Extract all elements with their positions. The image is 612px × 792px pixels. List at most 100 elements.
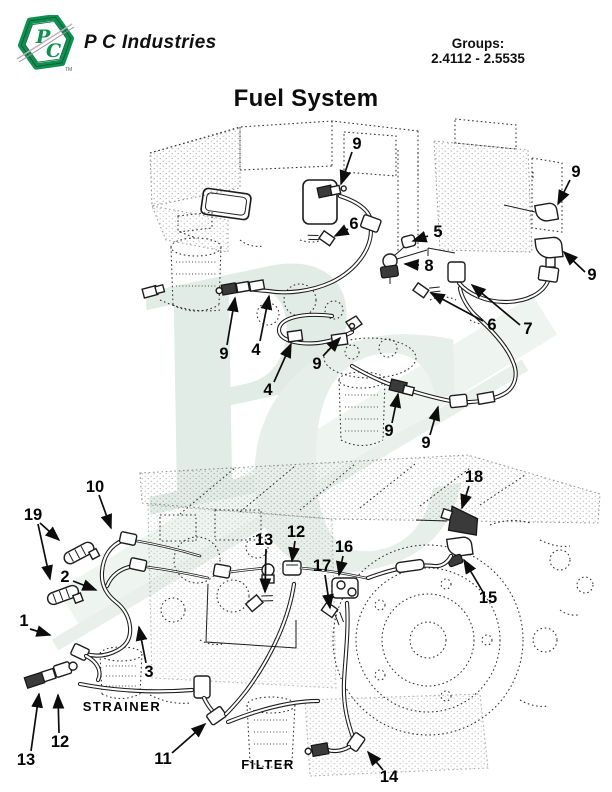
callout-8: 8 xyxy=(403,257,434,275)
callout-number: 18 xyxy=(465,468,483,486)
hose-nut xyxy=(537,265,560,283)
callout-number: 13 xyxy=(255,531,273,549)
callout-number: 17 xyxy=(313,557,331,575)
callout-9-c: 9 xyxy=(562,250,597,284)
hose-nut xyxy=(448,393,469,409)
pipe-nut xyxy=(128,557,148,572)
hose-fitting xyxy=(476,390,496,406)
callout-number: 8 xyxy=(424,257,433,275)
callout-9-g: 9 xyxy=(421,405,440,452)
callout-9-d: 9 xyxy=(219,296,239,363)
hose-bracket-plate xyxy=(302,179,338,225)
fitting-neck xyxy=(545,256,556,268)
pipe-nut xyxy=(212,563,232,579)
callout-1: 1 xyxy=(19,612,52,637)
callout-number: 15 xyxy=(479,589,497,607)
callout-12-a: 12 xyxy=(287,523,305,563)
callout-number: 4 xyxy=(263,381,273,399)
callout-15: 15 xyxy=(463,558,497,607)
callout-19: 19 xyxy=(24,506,61,581)
callout-17: 17 xyxy=(313,557,334,610)
hose-nut-11 xyxy=(206,706,227,726)
logo-graphic: P C TM xyxy=(16,14,75,73)
callout-number: 6 xyxy=(487,316,496,334)
hose-nut-14 xyxy=(346,732,366,752)
callout-number: 4 xyxy=(251,341,261,359)
page-title: Fuel System xyxy=(233,85,379,112)
callout-4-b: 4 xyxy=(263,342,292,399)
tee-fitting xyxy=(379,249,428,284)
groups-value: 2.4112 - 2.5535 xyxy=(431,51,525,66)
callout-6-a: 6 xyxy=(333,215,359,237)
banjo-fitting xyxy=(261,563,275,577)
strainer-label: STRAINER xyxy=(83,699,161,714)
callout-number: 11 xyxy=(154,750,171,768)
hose-clamp xyxy=(447,261,466,283)
callout-number: 12 xyxy=(51,733,69,751)
callout-14: 14 xyxy=(366,750,399,786)
callout-number: 16 xyxy=(335,538,353,556)
connector-18 xyxy=(440,505,479,536)
callout-3: 3 xyxy=(135,625,154,681)
callout-number: 9 xyxy=(384,422,393,440)
logo-letter-c: C xyxy=(46,40,61,62)
callout-number: 2 xyxy=(60,568,69,586)
callout-16: 16 xyxy=(335,538,353,577)
hose-clamp-upper xyxy=(63,541,101,565)
callout-9-f: 9 xyxy=(384,392,402,440)
fuel-sensor-fitting xyxy=(316,184,347,199)
hose-nut xyxy=(360,214,382,233)
callout-number: 10 xyxy=(86,478,104,496)
banjo-bolt xyxy=(411,281,441,299)
callout-number: 9 xyxy=(421,434,430,452)
bracket-16 xyxy=(327,577,359,605)
elbow-fitting xyxy=(533,202,560,222)
callout-9-a: 9 xyxy=(339,135,362,186)
callout-number: 9 xyxy=(312,355,321,373)
callout-9-b: 9 xyxy=(557,163,581,206)
fuel-sensor-assembly xyxy=(23,661,78,689)
callout-4-a: 4 xyxy=(251,294,273,359)
filter-label: FILTER xyxy=(241,757,295,772)
hose-fitting-pair xyxy=(388,378,416,397)
callout-11: 11 xyxy=(154,722,207,768)
callout-number: 9 xyxy=(571,163,580,181)
engine-data-plate xyxy=(200,187,252,221)
elbow-fitting xyxy=(534,236,564,259)
top-fuel-lines xyxy=(141,184,564,409)
callout-13-b: 13 xyxy=(17,692,44,769)
groups-block: Groups: 2.4112 - 2.5535 xyxy=(408,36,548,66)
callout-18: 18 xyxy=(460,468,483,510)
callout-10: 10 xyxy=(86,478,112,530)
callout-13-a: 13 xyxy=(255,531,273,594)
bottom-callouts: 10 19 2 1 13 12 xyxy=(17,468,497,786)
callout-number: 14 xyxy=(380,768,399,786)
callout-number: 9 xyxy=(219,345,228,363)
company-name: P C Industries xyxy=(84,32,217,53)
callout-number: 13 xyxy=(17,751,35,769)
callout-6-b: 6 xyxy=(429,292,497,334)
callout-number: 5 xyxy=(433,223,442,241)
hose-fitting xyxy=(286,329,304,343)
left-hose-fittings xyxy=(215,279,266,296)
callout-12-b: 12 xyxy=(51,693,69,751)
callout-5: 5 xyxy=(411,223,443,243)
elbow-block xyxy=(193,675,211,699)
bottom-fuel-lines xyxy=(23,505,479,758)
hose-sleeve xyxy=(395,558,425,574)
small-fitting xyxy=(141,283,166,299)
callout-number: 9 xyxy=(587,266,596,284)
top-callouts: 9 6 5 8 9 9 6 xyxy=(219,135,596,452)
banjo-elbow xyxy=(345,315,363,332)
hose-clamp-lower xyxy=(46,584,84,606)
callout-number: 9 xyxy=(352,135,361,153)
callout-number: 19 xyxy=(24,506,42,524)
logo-diagonal-shaft xyxy=(16,23,75,63)
pipe-clamp-12 xyxy=(282,560,302,576)
callout-number: 12 xyxy=(287,523,305,541)
groups-label: Groups: xyxy=(451,36,505,51)
callout-number: 3 xyxy=(144,663,153,681)
banjo-base xyxy=(261,574,275,584)
